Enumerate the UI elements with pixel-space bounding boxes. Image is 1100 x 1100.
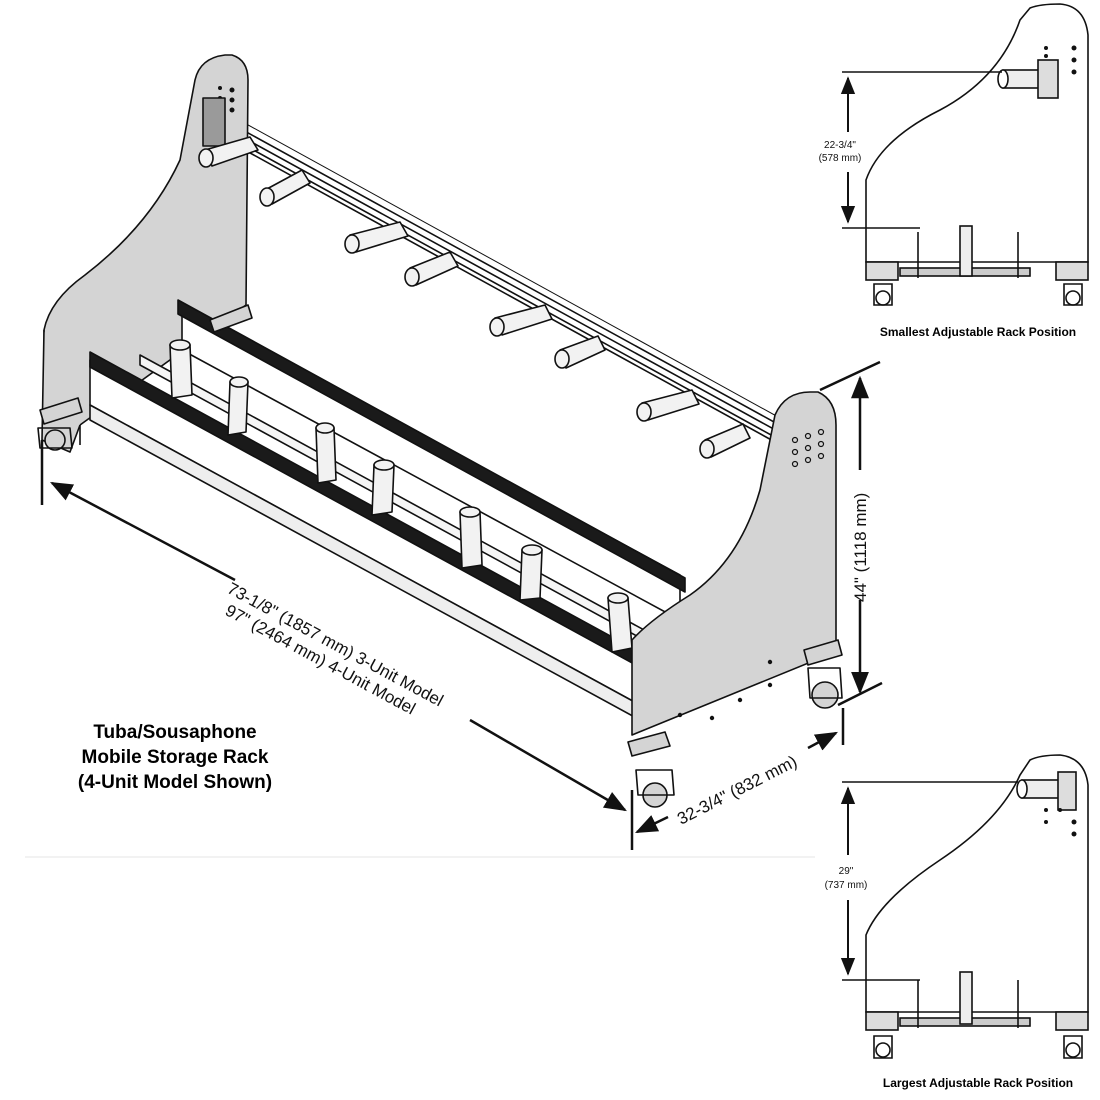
depth-label: 32-3/4" (832 mm): [674, 752, 800, 829]
detail-largest-dim-in: 29": [839, 866, 854, 877]
product-title: Tuba/Sousaphone Mobile Storage Rack (4-U…: [40, 720, 310, 795]
title-line-2: Mobile Storage Rack: [81, 747, 269, 768]
base-tray: [89, 354, 691, 721]
lower-pegs: [169, 339, 633, 653]
length-3unit-label: 73-1/8" (1857 mm) 3-Unit Model: [224, 579, 446, 711]
height-label: 44" (1118 mm): [851, 493, 870, 602]
title-line-3: (4-Unit Model Shown): [77, 772, 273, 793]
detail-largest-dim-mm: (737 mm): [825, 880, 868, 891]
detail-smallest-dim-mm: (578 mm): [819, 153, 862, 164]
rack-illustration: [37, 54, 843, 808]
detail-largest-caption: Largest Adjustable Rack Position: [882, 1076, 1074, 1090]
back-black-rail: [177, 299, 686, 593]
height-dimension: 44" (1118 mm): [819, 360, 883, 707]
detail-smallest-dimension: 22-3/4" (578 mm): [819, 71, 1002, 229]
detail-smallest-position: [865, 3, 1089, 306]
casters: [37, 304, 843, 808]
detail-smallest-dim-in: 22-3/4": [824, 140, 856, 151]
detail-largest-position: [865, 754, 1089, 1059]
upper-rail: [207, 111, 791, 449]
detail-largest-dimension: 29" (737 mm): [825, 781, 1018, 981]
right-end-panel: [631, 391, 837, 736]
detail-smallest-caption: Smallest Adjustable Rack Position: [879, 325, 1077, 339]
title-line-1: Tuba/Sousaphone: [93, 722, 257, 743]
upper-pegs: [198, 136, 751, 459]
length-4unit-label: 97" (2464 mm) 4-Unit Model: [222, 601, 419, 719]
